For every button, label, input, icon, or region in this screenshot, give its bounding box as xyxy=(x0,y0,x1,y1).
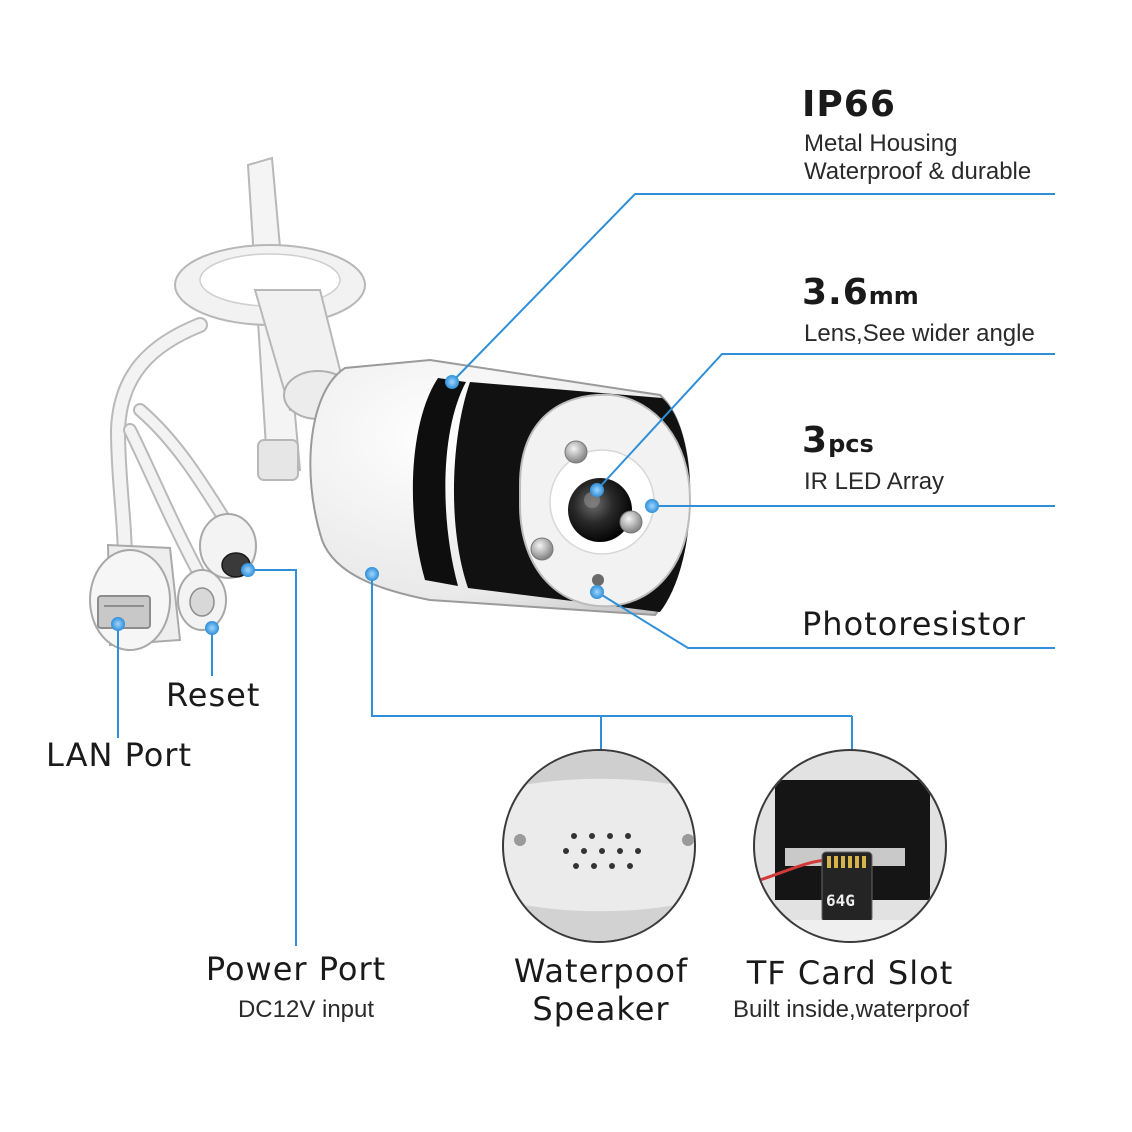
speaker-label-line2: Speaker xyxy=(532,990,670,1028)
card-capacity-text: 64G xyxy=(826,891,855,910)
callout-line-ip66 xyxy=(451,193,1055,383)
tf-card-desc: Built inside,waterproof xyxy=(732,996,970,1023)
callout-dot-power xyxy=(241,563,255,577)
callout-line-photoresistor xyxy=(596,591,1055,649)
speaker-label-line1: Waterpoof xyxy=(513,952,689,990)
callout-lines xyxy=(117,193,1055,946)
lan-port-label: LAN Port xyxy=(46,736,192,774)
ip66-line1: Metal Housing xyxy=(804,130,958,157)
power-port-label: Power Port xyxy=(205,950,387,988)
reset-label: Reset xyxy=(166,676,261,714)
camera-body xyxy=(309,358,692,617)
callout-dot-photoresistor xyxy=(590,585,604,599)
tf-card-detail xyxy=(753,749,947,943)
ip66-title: IP66 xyxy=(802,84,896,125)
callout-dot-ir xyxy=(645,499,659,513)
power-connector xyxy=(199,513,257,579)
ir-unit: pcs xyxy=(828,430,874,458)
callout-dots xyxy=(111,375,659,635)
callout-dot-housing xyxy=(365,567,379,581)
lens-spec: 3.6mm xyxy=(802,272,919,313)
callout-dot-reset xyxy=(205,621,219,635)
callout-line-power xyxy=(248,569,297,946)
cable-bundle xyxy=(109,317,232,592)
lens-desc: Lens,See wider angle xyxy=(804,320,1035,347)
callout-dot-lens xyxy=(590,483,604,497)
callout-line-lens xyxy=(596,353,1055,491)
reset-connector xyxy=(177,569,227,631)
ir-desc: IR LED Array xyxy=(804,468,945,495)
callout-dot-lan xyxy=(111,617,125,631)
ir-value: 3 xyxy=(802,420,829,461)
photoresistor-label: Photoresistor xyxy=(802,605,1026,643)
speaker-detail xyxy=(502,749,696,943)
tf-card-label: TF Card Slot xyxy=(746,954,954,992)
lan-connector xyxy=(89,543,182,651)
ir-spec: 3pcs xyxy=(802,420,874,461)
power-desc: DC12V input xyxy=(237,996,375,1023)
lens-value: 3.6 xyxy=(802,272,869,313)
lens-unit: mm xyxy=(868,282,919,310)
ip66-line2: Waterproof & durable xyxy=(804,158,1032,185)
callout-line-bottom xyxy=(371,574,852,717)
wall-mount xyxy=(174,244,366,420)
callout-dot-ip66 xyxy=(445,375,459,389)
